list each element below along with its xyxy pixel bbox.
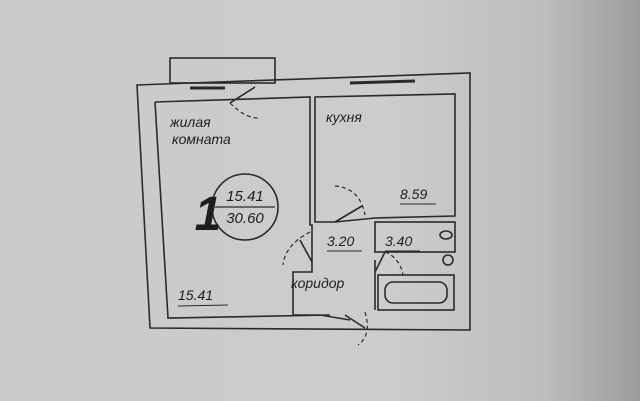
- walls: [136, 57, 471, 331]
- kitchen-label: кухня: [326, 109, 362, 125]
- window: [349, 79, 416, 85]
- living-room-area: 15.41: [178, 287, 213, 303]
- total-area: 30.60: [226, 210, 264, 227]
- sink-icon: [439, 230, 453, 240]
- bathtub: [377, 274, 455, 311]
- corridor-area: 3.20: [327, 233, 354, 249]
- corridor-label: коридор: [291, 275, 344, 291]
- balcony-door: [229, 86, 256, 104]
- living-area: 15.41: [226, 188, 264, 205]
- toilet-icon: [442, 254, 454, 266]
- bathroom-wall: [374, 221, 456, 253]
- kitchen-wall: [314, 93, 456, 223]
- bathroom-area: 3.40: [385, 233, 412, 249]
- entrance-door: [344, 314, 366, 329]
- room-door: [299, 239, 313, 263]
- apartment-number: 1: [195, 188, 222, 241]
- living-room-label-2: комната: [172, 131, 231, 147]
- kitchen-door: [334, 205, 363, 223]
- bathroom-door: [374, 251, 386, 273]
- outer-wall: [136, 72, 471, 331]
- area-badge: 15.41 30.60: [211, 173, 279, 241]
- balcony: [169, 57, 276, 84]
- doors: [229, 86, 404, 346]
- kitchen-area: 8.59: [400, 186, 427, 202]
- living-room-label-1: жилая: [169, 114, 211, 130]
